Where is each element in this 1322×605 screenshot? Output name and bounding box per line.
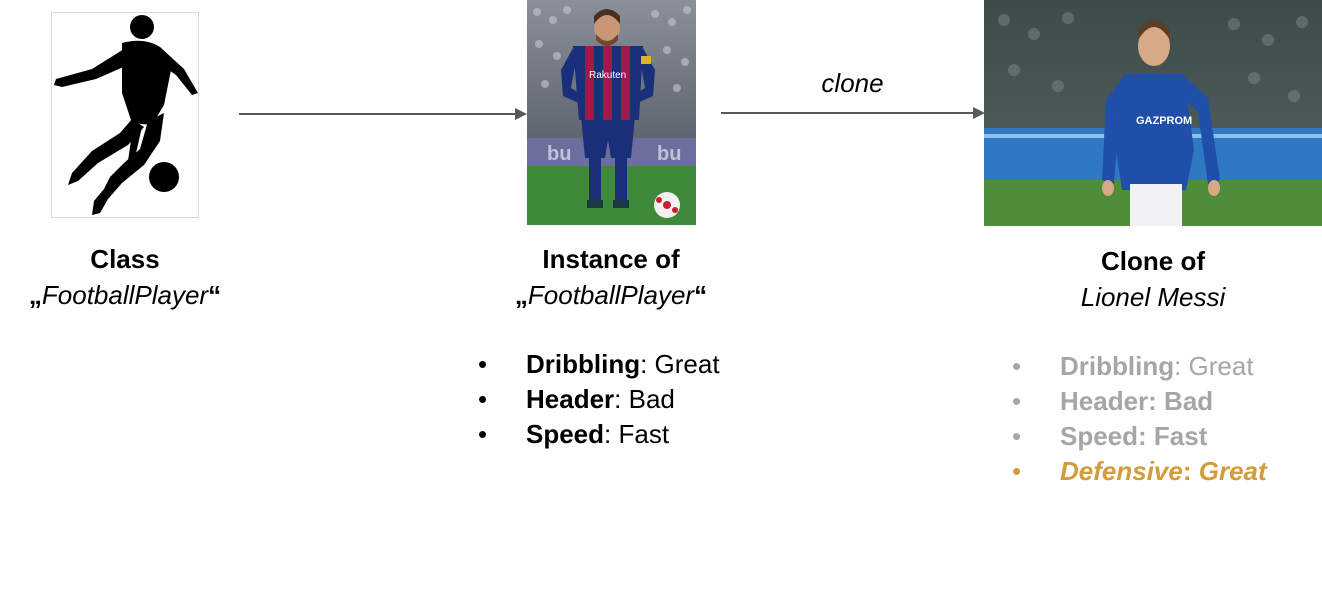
property-sep: : <box>1148 386 1165 416</box>
property-sep: : <box>1182 456 1199 486</box>
property-value: Great <box>1188 351 1254 381</box>
clone-arrow-line <box>721 112 974 114</box>
property-key: Speed <box>526 419 605 449</box>
list-item: • Dribbling: Great <box>478 347 720 382</box>
list-item: • Speed: Fast <box>1012 419 1267 454</box>
property-value: Bad <box>628 384 675 414</box>
bullet: • <box>478 384 488 414</box>
list-item: • Header: Bad <box>478 382 720 417</box>
class-name-text: FootballPlayer <box>41 280 209 310</box>
list-item: • Speed: Fast <box>478 417 720 452</box>
property-key: Header <box>526 384 615 414</box>
instance-name-text: FootballPlayer <box>527 280 695 310</box>
clone-arrow-label: clone <box>821 68 884 98</box>
property-sep: : <box>1174 351 1189 381</box>
bullet: • <box>1012 456 1022 486</box>
quote-close: “ <box>208 280 222 310</box>
clone-subtitle: Lionel Messi <box>1080 282 1226 312</box>
quote-open: „ <box>514 280 528 310</box>
property-key: Dribbling <box>1060 351 1175 381</box>
svg-text:GAZPROM: GAZPROM <box>1136 115 1192 127</box>
instance-name: „FootballPlayer“ <box>480 280 742 311</box>
svg-text:Rakuten: Rakuten <box>589 70 626 81</box>
property-sep: : <box>614 384 629 414</box>
property-value: Bad <box>1164 386 1214 416</box>
class-name: „FootballPlayer“ <box>10 280 240 311</box>
property-key: Header <box>1060 386 1149 416</box>
quote-open: „ <box>28 280 42 310</box>
property-value: Fast <box>1153 421 1208 451</box>
bullet: • <box>1012 351 1022 381</box>
property-sep: : <box>604 419 619 449</box>
bullet: • <box>1012 421 1022 451</box>
property-value: Great <box>1198 456 1267 486</box>
football-player-silhouette-icon <box>54 15 198 215</box>
clone-properties-list: • Dribbling: Great • Header: Bad • Speed: F… <box>1012 349 1267 489</box>
property-value: Great <box>654 349 720 379</box>
quote-close: “ <box>694 280 708 310</box>
list-item: • Dribbling: Great <box>1012 349 1267 384</box>
bullet: • <box>478 419 488 449</box>
clone-title: Clone of <box>1101 246 1205 276</box>
bullet: • <box>478 349 488 379</box>
list-item: • Header: Bad <box>1012 384 1267 419</box>
property-key: Speed <box>1060 421 1139 451</box>
bullet: • <box>1012 386 1022 416</box>
property-key: Dribbling <box>526 349 641 379</box>
class-title: Class <box>90 244 160 274</box>
instance-title: Instance of <box>542 244 680 274</box>
svg-text:bu: bu <box>657 143 681 165</box>
player-photo-schalke: GAZPROM <box>984 0 1322 226</box>
svg-text:bu: bu <box>547 143 571 165</box>
class-silhouette-frame <box>51 12 199 218</box>
list-item-new-property: • Defensive: Great <box>1012 454 1267 489</box>
clone-arrow-head <box>973 107 985 119</box>
property-sep: : <box>640 349 655 379</box>
clone-photo: GAZPROM <box>984 0 1322 226</box>
property-key: Defensive <box>1060 456 1183 486</box>
instantiate-arrow-line <box>239 113 516 115</box>
instance-photo: bu bu Rakuten <box>527 0 696 225</box>
instantiate-arrow-head <box>515 108 527 120</box>
player-photo-barcelona: bu bu Rakuten <box>527 0 696 225</box>
property-sep: : <box>1138 421 1154 451</box>
instance-properties-list: • Dribbling: Great • Header: Bad • Speed: F… <box>478 347 720 452</box>
property-value: Fast <box>618 419 670 449</box>
